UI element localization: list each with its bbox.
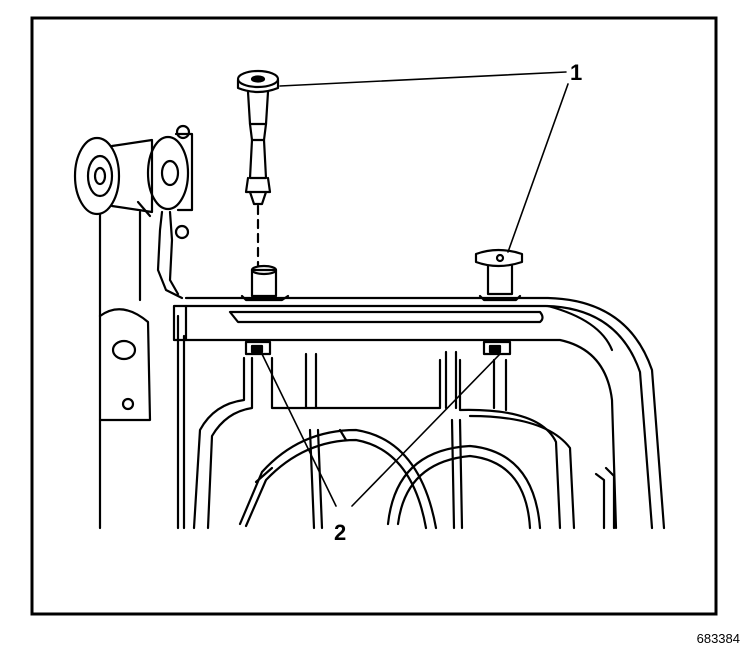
- frame-post-left: [98, 210, 188, 530]
- lock-rod-knob: [236, 69, 280, 268]
- lock-knob-right: [474, 248, 524, 302]
- hinge-assembly: [73, 124, 194, 300]
- frame-top-rail: [184, 296, 666, 530]
- figure-id: 683384: [696, 631, 740, 646]
- callout-2-leaders: [261, 353, 501, 507]
- fastener-left: [244, 340, 272, 356]
- fastener-right: [482, 340, 512, 356]
- callout-2-label: 2: [334, 520, 346, 545]
- cable-loops: [238, 428, 542, 530]
- callout-1-leaders: [279, 71, 569, 253]
- callout-1-label: 1: [570, 60, 582, 85]
- lock-rod-socket: [240, 264, 290, 302]
- diagram-border: [30, 16, 718, 616]
